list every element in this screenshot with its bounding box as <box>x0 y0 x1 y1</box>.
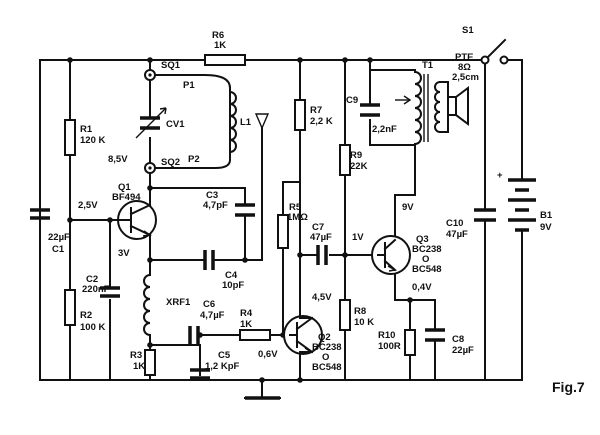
sockets <box>144 69 156 174</box>
r5-value: 1MΩ <box>287 212 308 223</box>
sq2-label: SQ2 <box>161 157 180 168</box>
q3-ref: Q3 <box>416 234 429 245</box>
r2-ref: R2 <box>80 310 92 321</box>
p2-label: P2 <box>188 154 200 165</box>
r1-value: 120 K <box>80 135 105 146</box>
q2-collector-voltage: 4,5V <box>312 292 332 303</box>
antenna-symbol <box>254 113 270 130</box>
r5-ref: R5 <box>289 202 302 213</box>
inductor-symbols <box>143 70 449 337</box>
r4-value: 1K <box>240 319 252 330</box>
q2-ref: Q2 <box>318 332 331 343</box>
s1-ref: S1 <box>462 25 474 36</box>
r6-value: 1K <box>214 40 226 51</box>
resistor-symbols <box>64 54 416 376</box>
r9-ref: R9 <box>350 150 362 161</box>
switch-symbol <box>480 38 509 65</box>
c7-value: 47µF <box>310 232 332 243</box>
q2-alt-sep: O <box>322 352 329 363</box>
q1-ref: Q1 <box>118 182 131 193</box>
speaker-size: 2,5cm <box>452 72 479 83</box>
q1-collector-voltage: 8,5V <box>108 154 128 165</box>
q3-alt-sep: O <box>422 254 429 265</box>
c4-ref: C4 <box>225 270 238 281</box>
q2-base-voltage: 0,6V <box>258 349 278 360</box>
b1-value: 9V <box>540 222 552 233</box>
p1-label: P1 <box>183 80 195 91</box>
c3-value: 4,7pF <box>203 200 228 211</box>
battery-polarity: + <box>497 170 503 181</box>
r6-ref: R6 <box>212 30 224 41</box>
r2-value: 100 K <box>80 322 105 333</box>
r10-value: 100R <box>378 341 401 352</box>
c6-ref: C6 <box>203 299 215 310</box>
battery-symbol <box>508 178 536 246</box>
capacitor-symbols <box>30 59 496 381</box>
q1-base-voltage: 2,5V <box>78 200 98 211</box>
q2-alt-type: BC548 <box>312 362 342 373</box>
q3-collector-voltage: 9V <box>402 202 414 213</box>
r1-ref: R1 <box>80 124 93 135</box>
c7-ref: C7 <box>312 222 324 233</box>
c10-value: 47µF <box>446 229 468 240</box>
c6-value: 4,7µF <box>200 310 225 321</box>
r8-value: 10 K <box>354 317 374 328</box>
r7-ref: R7 <box>310 105 322 116</box>
c10-ref: C10 <box>446 218 463 229</box>
cv1-ref: CV1 <box>166 119 185 130</box>
t1-ref: T1 <box>422 60 434 71</box>
c4-value: 10pF <box>222 280 244 291</box>
b1-ref: B1 <box>540 210 553 221</box>
r4-ref: R4 <box>240 308 253 319</box>
r3-ref: R3 <box>130 350 142 361</box>
speaker-ref: PTE <box>455 52 473 63</box>
c9-value: 2,2nF <box>372 124 397 135</box>
c5-value: 1,2 KpF <box>205 361 240 372</box>
r10-ref: R10 <box>378 330 395 341</box>
q1-emitter-voltage: 3V <box>118 248 130 259</box>
figure-label: Fig.7 <box>552 379 585 395</box>
q3-type: BC238 <box>412 244 442 255</box>
q2-type: BC238 <box>312 342 342 353</box>
xrf1-ref: XRF1 <box>166 297 191 308</box>
labels: R6 1K S1 SQ1 P1 CV1 L1 SQ2 P2 8,5V R1 12… <box>48 25 585 395</box>
c5-ref: C5 <box>218 350 231 361</box>
l1-ref: L1 <box>240 117 252 128</box>
c8-ref: C8 <box>452 334 464 345</box>
c2-ref: C2 <box>86 274 98 285</box>
c1-value: 22µF <box>48 232 70 243</box>
q3-emitter-voltage: 0,4V <box>412 282 432 293</box>
q3-alt-type: BC548 <box>412 264 442 275</box>
speaker-symbol <box>447 86 469 126</box>
r8-ref: R8 <box>354 306 366 317</box>
speaker-impedance: 8Ω <box>458 62 471 73</box>
c8-value: 22µF <box>452 345 474 356</box>
transistor-symbols <box>112 200 411 355</box>
c2-value: 220nF <box>82 284 110 295</box>
sq1-label: SQ1 <box>161 60 181 71</box>
c1-ref: C1 <box>52 244 65 255</box>
r3-value: 1K <box>133 361 145 372</box>
c3-ref: C3 <box>206 190 218 201</box>
r7-value: 2,2 K <box>310 116 333 127</box>
r9-value: 22K <box>350 161 368 172</box>
c9-ref: C9 <box>346 95 358 106</box>
q1-type: BF494 <box>112 192 141 203</box>
q3-base-voltage: 1V <box>352 232 364 243</box>
